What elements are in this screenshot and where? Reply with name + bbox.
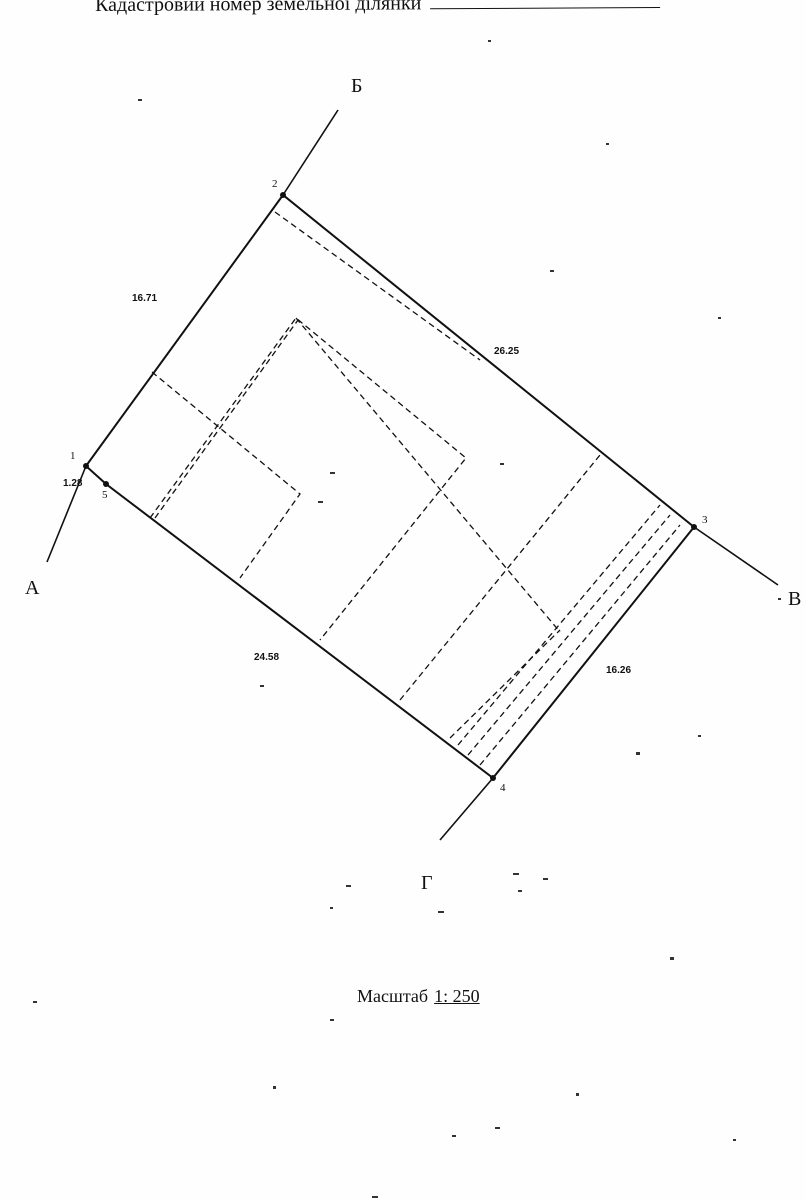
point-label-3: 3 (702, 514, 708, 526)
point-label-4: 4 (500, 782, 506, 794)
neighbor-label-g: Г (421, 872, 433, 894)
neighbor-label-b: Б (351, 75, 362, 97)
point-label-1: 1 (70, 450, 76, 462)
point-label-5: 5 (102, 489, 108, 501)
plot-boundary (84, 193, 696, 780)
dashed-building-outline (149, 317, 467, 641)
neighbor-label-a: А (25, 577, 40, 599)
dashed-line (154, 319, 299, 519)
dashed-line (479, 524, 681, 766)
point-label-2: 2 (272, 178, 278, 190)
corner-markers (83, 192, 697, 781)
extension-lines (46, 109, 779, 841)
dashed-line (467, 514, 671, 756)
extension-line-b (282, 109, 339, 196)
side-length-2-3: 26.25 (494, 346, 519, 357)
dashed-line (295, 317, 561, 633)
dashed-line (274, 211, 481, 361)
dashed-line (399, 454, 601, 701)
corner-marker-3 (691, 524, 697, 530)
dashed-line (449, 629, 561, 739)
corner-marker-1 (83, 463, 89, 469)
scale-value: 1: 250 (434, 986, 480, 1006)
extension-line-g (439, 777, 494, 841)
dashed-line (457, 504, 661, 746)
side-length-4-5: 24.58 (254, 652, 279, 663)
dashed-line (151, 371, 301, 579)
scan-noise (33, 40, 781, 1198)
extension-line-a (46, 465, 87, 563)
scale-label: Масштаб (357, 986, 429, 1006)
interior-dashed-lines (149, 211, 681, 766)
extension-line-v (693, 526, 779, 586)
corner-marker-4 (490, 775, 496, 781)
side-length-3-4: 16.26 (606, 665, 631, 676)
corner-marker-2 (280, 192, 286, 198)
corner-marker-5 (103, 481, 109, 487)
side-length-5-1: 1.28 (63, 478, 83, 489)
neighbor-label-v: В (788, 588, 801, 610)
side-length-1-2: 16.71 (132, 293, 157, 304)
